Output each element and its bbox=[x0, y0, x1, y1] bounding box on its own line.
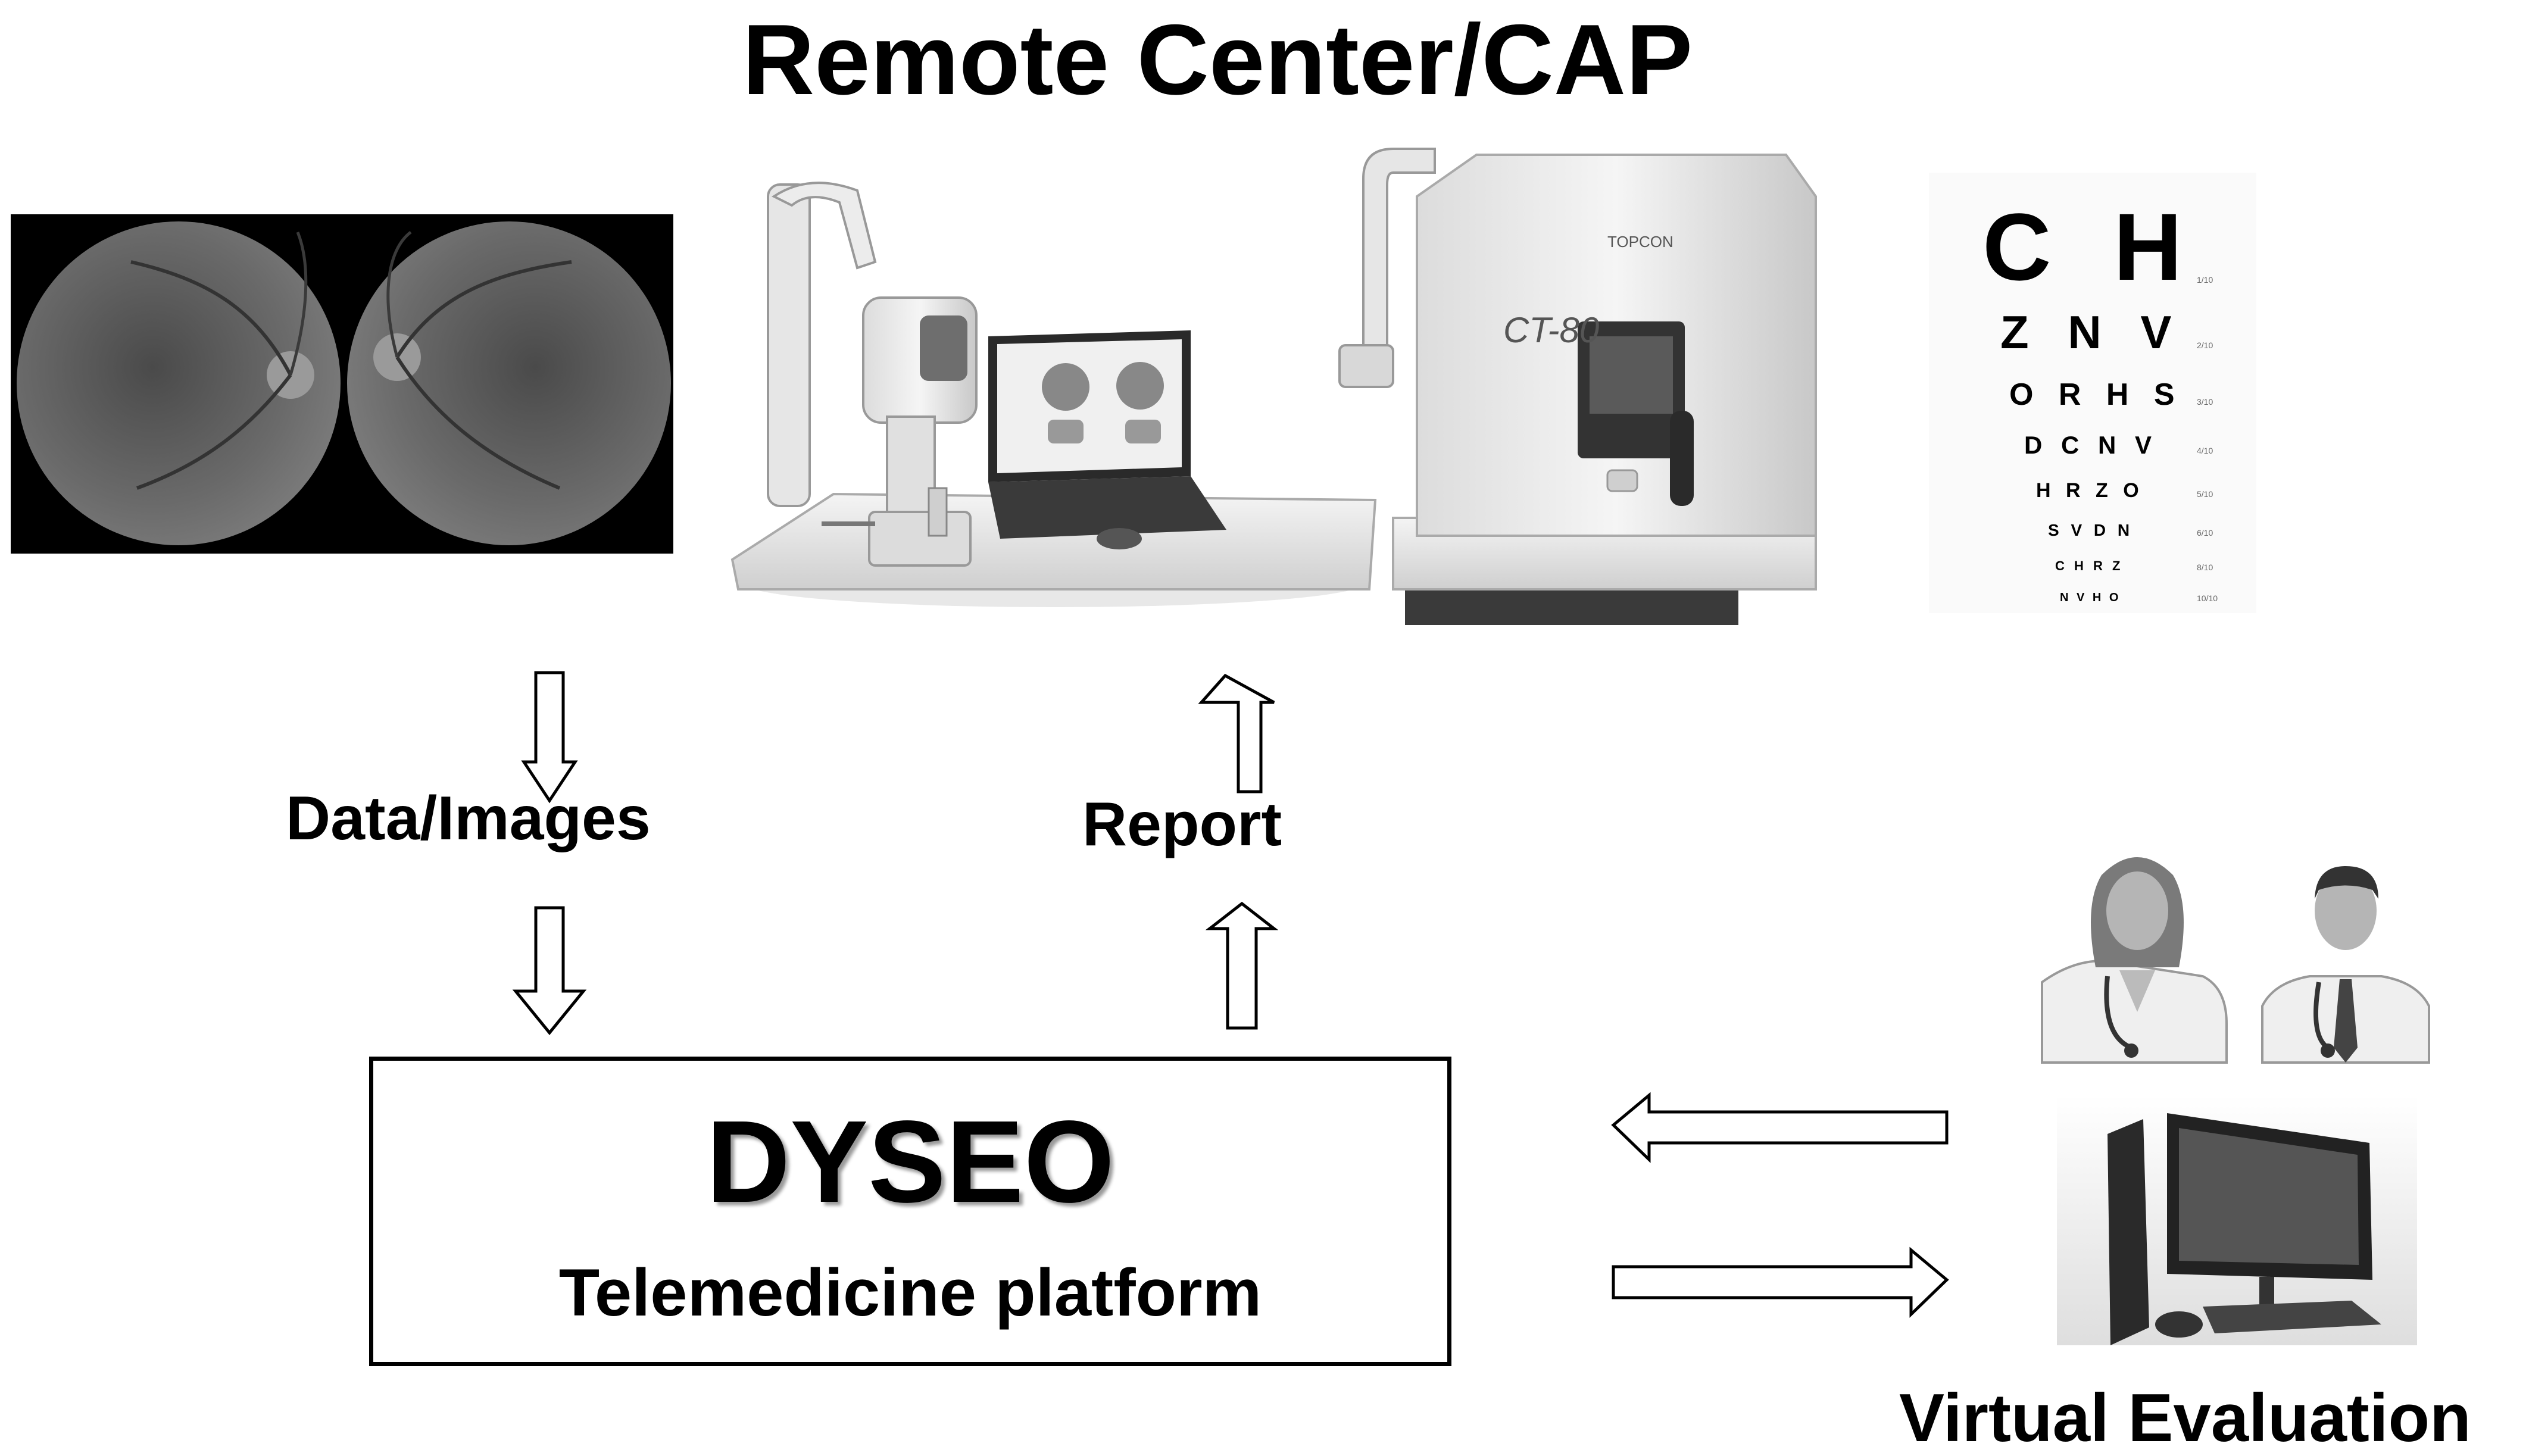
eye-chart-row: S V D N bbox=[2048, 521, 2133, 539]
eye-chart-row: N V H O bbox=[2060, 591, 2121, 604]
eye-chart-row: H R Z O bbox=[2036, 479, 2144, 502]
eye-chart-score: 6/10 bbox=[2197, 528, 2213, 538]
desktop-computer-icon bbox=[2057, 1095, 2417, 1345]
virtual-evaluation-label: Virtual Evaluation bbox=[1899, 1380, 2471, 1456]
eye-chart-row: Z N V bbox=[2000, 306, 2184, 358]
eye-chart-score: 10/10 bbox=[2197, 593, 2218, 603]
platform-subtitle: Telemedicine platform bbox=[558, 1255, 1262, 1330]
arrow-report-up-lower bbox=[1205, 901, 1279, 1030]
eye-chart-score: 8/10 bbox=[2197, 563, 2213, 572]
eye-chart-icon: C H 1/10 Z N V 2/10 O R H S 3/10 D C N V… bbox=[1929, 173, 2256, 613]
platform-box: DYSEO Telemedicine platform bbox=[369, 1057, 1451, 1366]
eye-chart-row: C H R Z bbox=[2055, 558, 2123, 573]
page-title: Remote Center/CAP bbox=[742, 4, 1693, 115]
male-doctor-icon bbox=[2261, 866, 2430, 1064]
fundus-images-icon bbox=[11, 214, 673, 554]
arrow-report-up-upper bbox=[1198, 673, 1275, 793]
platform-name: DYSEO bbox=[705, 1096, 1115, 1227]
eye-chart-score: 2/10 bbox=[2197, 340, 2213, 350]
arrow-data-down-lower bbox=[512, 906, 587, 1035]
eye-chart-row: C H bbox=[1982, 193, 2200, 300]
tonometer-icon: CT-80 TOPCON bbox=[1338, 148, 1817, 625]
eye-chart-score: 3/10 bbox=[2197, 397, 2213, 407]
female-doctor-icon bbox=[2041, 857, 2228, 1064]
report-label: Report bbox=[1082, 790, 1282, 859]
eye-chart-row: O R H S bbox=[2009, 377, 2183, 412]
arrow-to-virtual-evaluation bbox=[1612, 1246, 1949, 1318]
eye-chart-score: 1/10 bbox=[2197, 275, 2213, 285]
arrow-to-platform bbox=[1611, 1092, 1949, 1163]
eye-chart-row: D C N V bbox=[2024, 431, 2158, 459]
retinal-camera-laptop-icon bbox=[730, 182, 1377, 607]
data-images-label: Data/Images bbox=[286, 784, 651, 853]
tonometer-brand-text: TOPCON bbox=[1607, 233, 1673, 251]
eye-chart-score: 5/10 bbox=[2197, 489, 2213, 499]
eye-chart-score: 4/10 bbox=[2197, 446, 2213, 455]
arrow-data-down-upper bbox=[521, 671, 578, 804]
tonometer-model-text: CT-80 bbox=[1503, 310, 1599, 350]
